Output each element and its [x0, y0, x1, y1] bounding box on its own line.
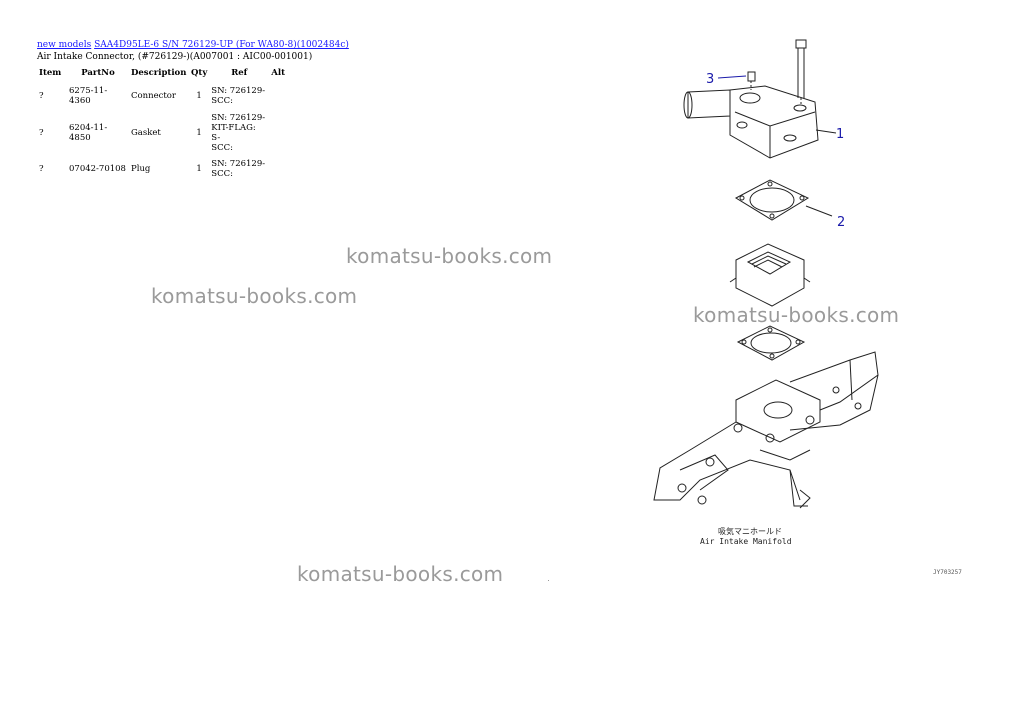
cell-partno: 07042-70108 [69, 164, 126, 174]
ref-line: SN: 726129- [211, 86, 266, 96]
caption-english: Air Intake Manifold [700, 537, 792, 546]
bolt-drawing [795, 39, 807, 104]
cell-qty: 1 [196, 128, 202, 138]
lower-gasket-drawing [736, 325, 806, 361]
cell-item: ? [39, 91, 44, 101]
page-subtitle: Air Intake Connector, (#726129-)(A007001… [37, 52, 313, 62]
cell-ref: SN: 726129- KIT-FLAG: S- SCC: [209, 112, 269, 154]
cell-qty: 1 [196, 164, 202, 174]
cell-alt [269, 112, 293, 154]
cell-ref: SN: 726129- SCC: [209, 80, 269, 112]
cell-partno: 6204-11-4850 [69, 123, 108, 143]
header-description: Description [131, 68, 187, 78]
ref-line: SCC: [211, 96, 233, 106]
breadcrumb-link-new-models[interactable]: new models [37, 40, 92, 50]
cell-partno: 6275-11-4360 [69, 86, 108, 106]
cell-description: Plug [131, 164, 151, 174]
divider-dot [548, 580, 549, 581]
ref-line: SCC: [211, 143, 233, 153]
cell-alt [269, 154, 293, 184]
cell-description: Connector [131, 91, 176, 101]
table-row: ? 07042-70108 Plug 1 SN: 726129- SCC: [37, 154, 293, 184]
gasket-drawing [734, 179, 833, 221]
header-item: Item [39, 68, 62, 78]
watermark: komatsu-books.com [693, 303, 900, 327]
figure-id: JY703257 [933, 569, 962, 576]
cell-alt [269, 80, 293, 112]
table-header-row: Item PartNo Description Qty Ref Alt [37, 66, 293, 80]
cell-item: ? [39, 128, 44, 138]
connector-drawing [683, 85, 837, 159]
cell-description: Gasket [131, 128, 161, 138]
manifold-drawing [653, 351, 879, 509]
plug-drawing [747, 71, 756, 90]
cell-item: ? [39, 164, 44, 174]
parts-table: Item PartNo Description Qty Ref Alt ? 62… [37, 66, 293, 184]
watermark: komatsu-books.com [151, 284, 358, 308]
breadcrumb-link-model[interactable]: SAA4D95LE-6 S/N 726129-UP (For WA80-8)(1… [94, 40, 349, 50]
ref-line: KIT-FLAG: S- [211, 123, 256, 143]
table-row: ? 6204-11-4850 Gasket 1 SN: 726129- KIT-… [37, 112, 293, 154]
callout-1: 1 [836, 127, 844, 142]
table-row: ? 6275-11-4360 Connector 1 SN: 726129- S… [37, 80, 293, 112]
breadcrumb: new models SAA4D95LE-6 S/N 726129-UP (Fo… [37, 40, 349, 50]
watermark: komatsu-books.com [297, 562, 504, 586]
heater-drawing [729, 243, 811, 307]
caption-japanese: 吸気マニホールド [718, 526, 782, 536]
cell-ref: SN: 726129- SCC: [209, 154, 269, 184]
callout-3: 3 [706, 72, 714, 87]
ref-line: SCC: [211, 169, 233, 179]
cell-qty: 1 [196, 91, 202, 101]
ref-line: SN: 726129- [211, 159, 266, 169]
ref-line: SN: 726129- [211, 113, 266, 123]
callout-2: 2 [837, 215, 845, 230]
header-qty: Qty [191, 68, 208, 78]
parts-diagram: 1 2 3 吸気マニホールド Air Intake Manifold [653, 39, 879, 546]
header-ref: Ref [231, 68, 248, 78]
header-partno: PartNo [81, 68, 115, 78]
watermark: komatsu-books.com [346, 244, 553, 268]
header-alt: Alt [271, 68, 286, 78]
